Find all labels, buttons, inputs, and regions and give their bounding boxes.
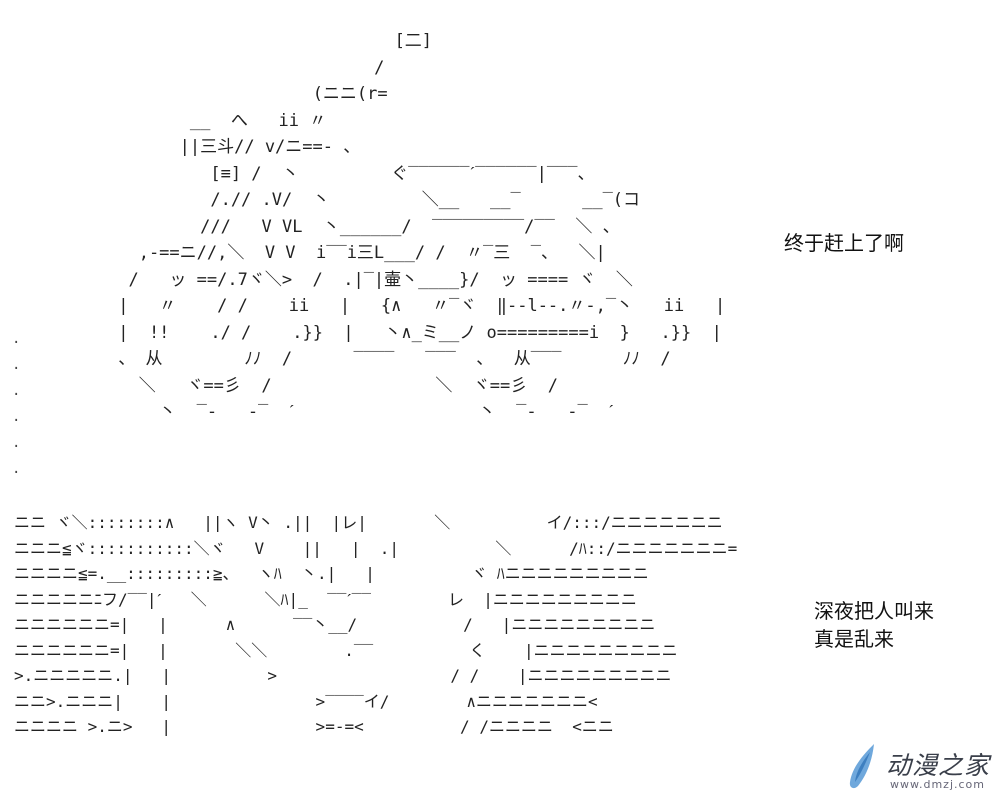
caption-bottom-line-1: 深夜把人叫来	[814, 599, 934, 623]
margin-dots: . . . . . .	[12, 331, 21, 477]
brush-stroke-icon	[849, 744, 874, 789]
watermark-url: www.dmzj.com	[890, 778, 985, 791]
caption-bottom-line-2: 真是乱来	[814, 627, 894, 651]
top-panel: [二] / (ニニ(r= __ へ ii 〃 ||三斗// v/ニ==- 、 […	[12, 31, 904, 477]
closeup-ascii-art: ニニ ヾ＼::::::::∧ ||ヽ V丶 .|| |レ| ＼ イ/:::/ニニ…	[14, 513, 738, 736]
motorcycle-ascii-art: [二] / (ニニ(r= __ へ ii 〃 ||三斗// v/ニ==- 、 […	[118, 31, 726, 422]
bottom-panel: ニニ ヾ＼::::::::∧ ||ヽ V丶 .|| |レ| ＼ イ/:::/ニニ…	[0, 470, 1000, 802]
watermark-logo: 动漫之家 www.dmzj.com	[838, 738, 998, 798]
caption-top: 终于赶上了啊	[784, 231, 904, 255]
watermark-name: 动漫之家	[886, 751, 991, 780]
